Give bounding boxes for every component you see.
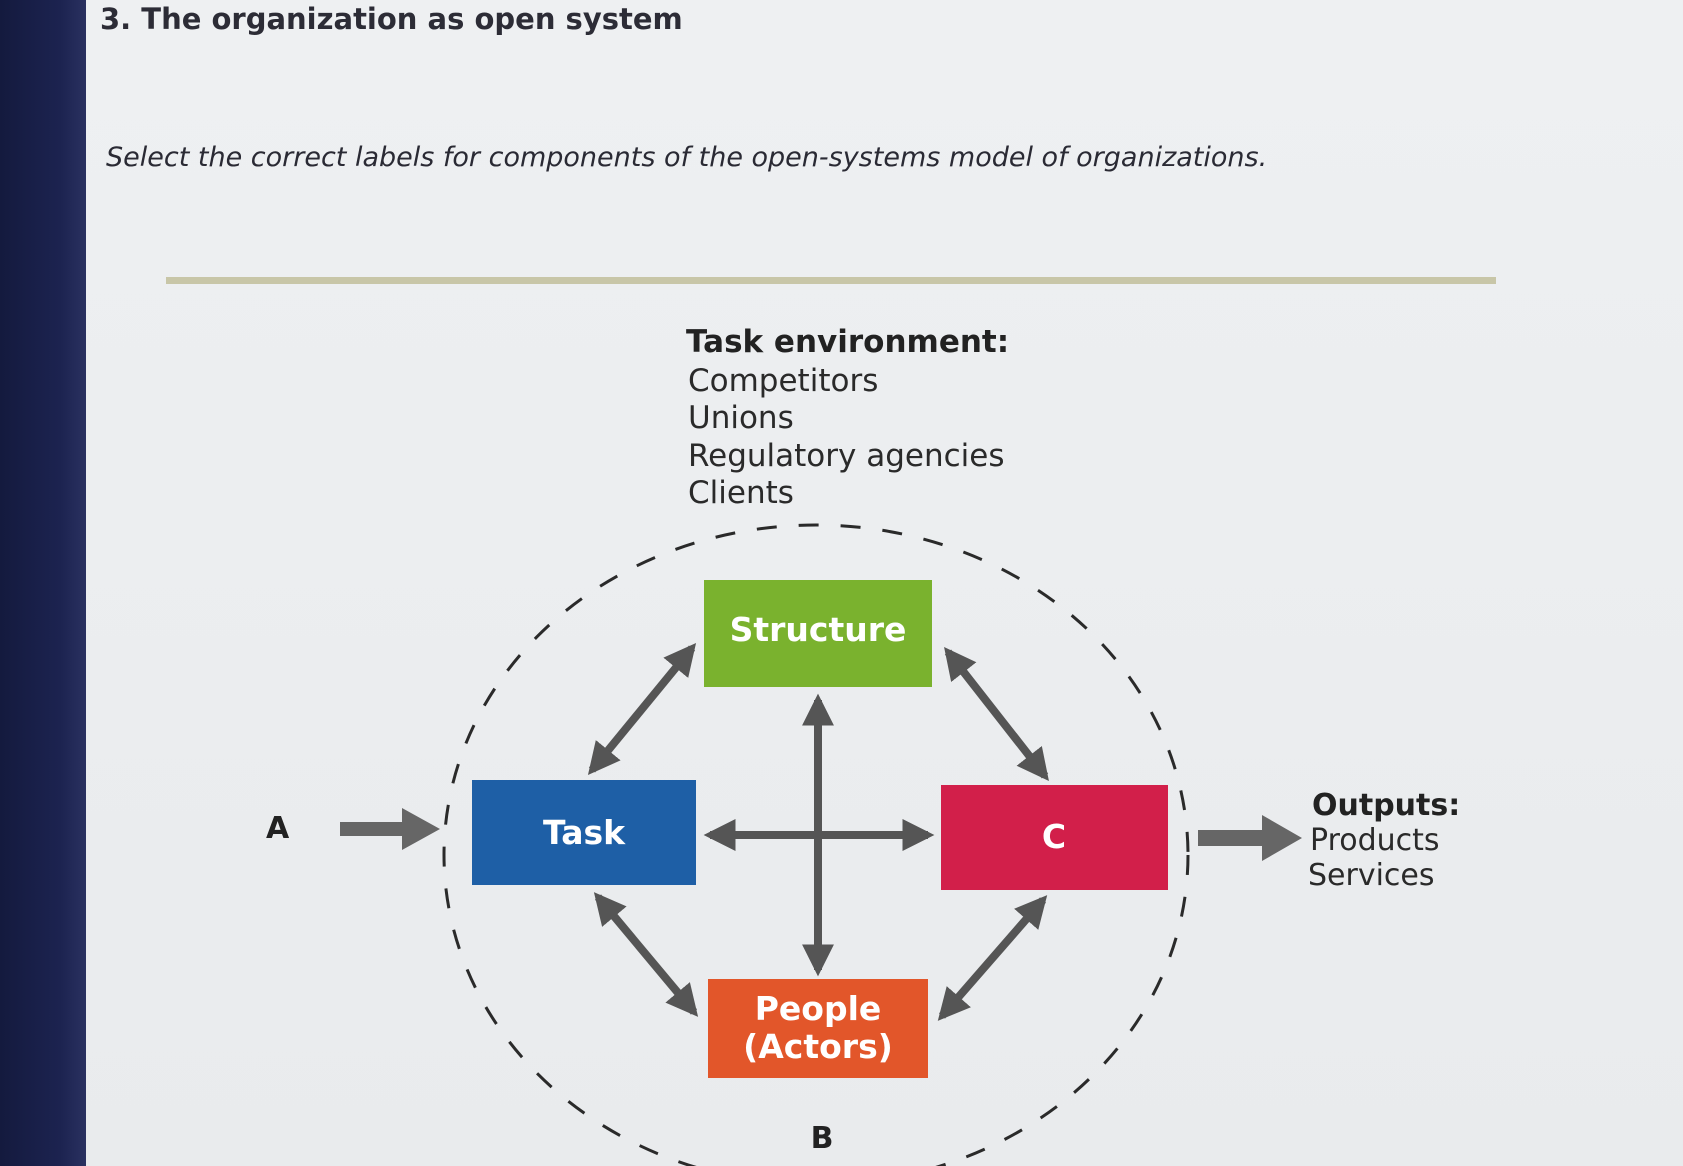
label-b: B xyxy=(811,1121,834,1156)
people-box xyxy=(708,979,928,1078)
connector-people-c xyxy=(937,895,1048,1021)
c-box-label: C xyxy=(1042,817,1066,856)
outputs-item: Services xyxy=(1308,858,1435,893)
output-arrow xyxy=(1198,815,1302,861)
input-arrow xyxy=(340,808,440,850)
task-environment-item: Regulatory agencies xyxy=(688,438,1005,474)
outputs-heading: Outputs: xyxy=(1312,788,1460,823)
divider-line xyxy=(166,277,1496,284)
outputs-item: Products xyxy=(1310,823,1440,858)
structure-box xyxy=(704,580,932,687)
task-box xyxy=(472,780,696,885)
task-environment-item: Competitors xyxy=(688,363,878,399)
question-heading: 3. The organization as open system xyxy=(100,2,683,36)
structure-label: Structure xyxy=(730,610,907,649)
c-box xyxy=(941,785,1168,890)
task-environment-item: Unions xyxy=(688,400,794,436)
screen-left-edge xyxy=(0,0,86,1166)
connector-task-structure xyxy=(587,643,697,775)
connector-arrows xyxy=(587,643,1049,1021)
environment-boundary xyxy=(442,523,1190,1166)
task-environment-heading: Task environment: xyxy=(686,324,1009,360)
task-environment-item: Clients xyxy=(688,475,794,511)
question-instruction: Select the correct labels for components… xyxy=(106,142,1268,173)
label-a: A xyxy=(266,811,290,846)
connector-structure-c xyxy=(944,646,1049,782)
people-label: People xyxy=(755,989,882,1028)
connector-task-people xyxy=(593,892,699,1017)
people-label-actors: (Actors) xyxy=(743,1027,893,1066)
task-label: Task xyxy=(543,813,626,852)
